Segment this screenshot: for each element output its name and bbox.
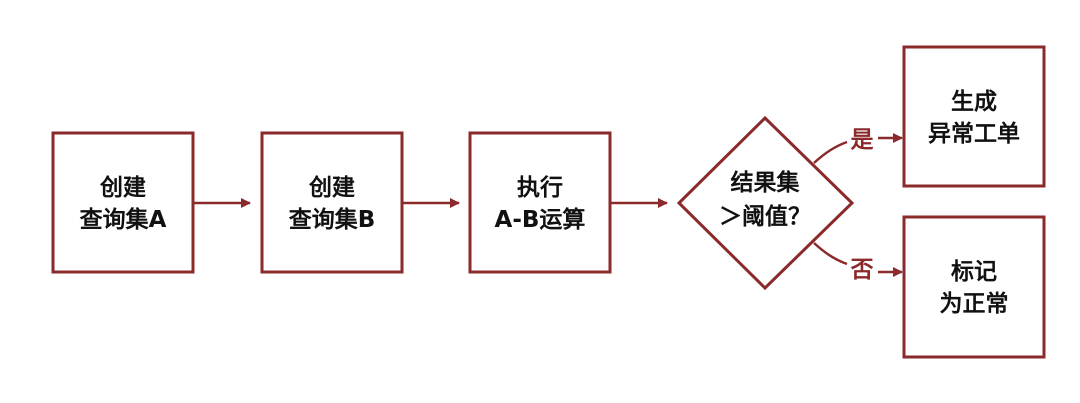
node-label: 创建: [308, 175, 355, 201]
node-generate-ticket: 生成 异常工单: [902, 45, 1046, 188]
connector-yes: [813, 140, 848, 164]
node-create-b: 创建 查询集B: [260, 131, 404, 274]
node-label: ＞阈值？: [719, 203, 811, 230]
node-label: 生成: [951, 89, 997, 115]
node-label: 为正常: [940, 291, 1009, 317]
node-label: A-B运算: [495, 206, 586, 233]
node-label: 执行: [517, 174, 563, 201]
node-execute: 执行 A-B运算: [468, 131, 612, 274]
node-label: 结果集: [731, 169, 801, 196]
connector-no: [813, 242, 848, 266]
node-label: 查询集A: [80, 206, 167, 233]
node-label: 异常工单: [928, 121, 1020, 147]
branch-no-label: 否: [850, 257, 874, 283]
node-label: 创建: [99, 175, 146, 201]
node-decision: 结果集 ＞阈值？: [676, 115, 855, 291]
node-label: 查询集B: [289, 206, 376, 233]
node-mark-normal: 标记 为正常: [902, 215, 1046, 359]
branch-yes-label: 是: [851, 127, 874, 153]
node-create-a: 创建 查询集A: [51, 131, 195, 274]
node-label: 标记: [951, 259, 997, 285]
